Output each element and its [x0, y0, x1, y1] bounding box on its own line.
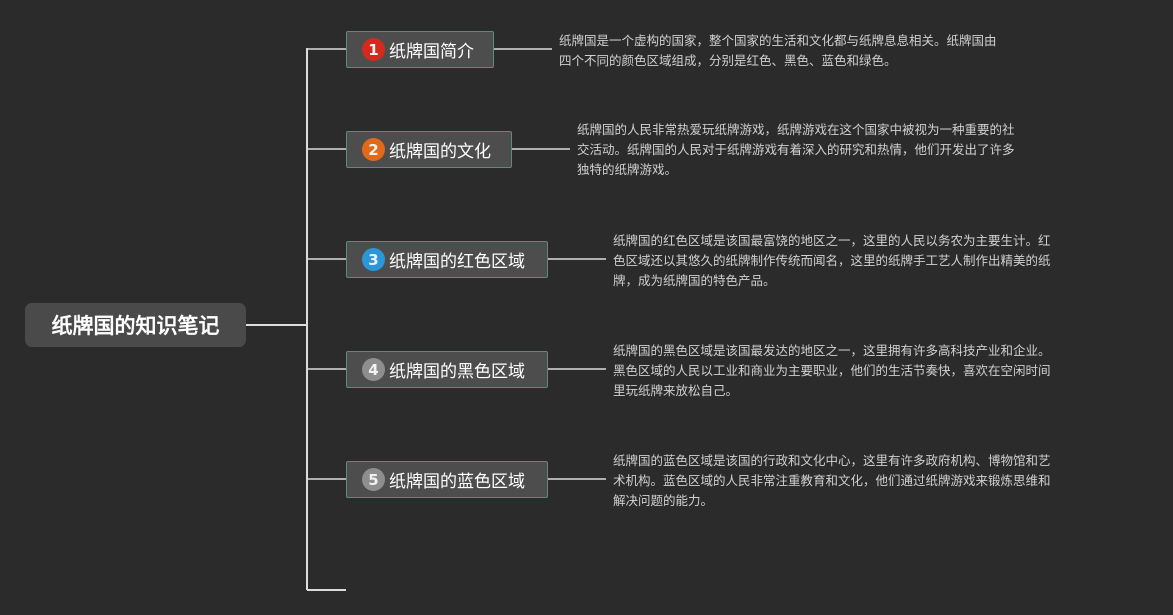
number-badge-icon: 2	[362, 138, 385, 161]
note-line: 四个不同的颜色区域组成，分别是红色、黑色、蓝色和绿色。	[559, 53, 897, 68]
note-line: 纸牌国的黑色区域是该国最发达的地区之一，这里拥有许多高科技产业和企业。	[613, 343, 1051, 358]
note-line: 独特的纸牌游戏。	[577, 162, 678, 177]
note-1[interactable]: 纸牌国是一个虚构的国家，整个国家的生活和文化都与纸牌息息相关。纸牌国由 四个不同…	[559, 31, 1059, 71]
topic-label: 纸牌国的文化	[389, 142, 491, 162]
topic-5[interactable]: 5 纸牌国的蓝色区域	[346, 461, 548, 498]
note-line: 里玩纸牌来放松自己。	[613, 383, 739, 398]
topic-1[interactable]: 1 纸牌国简介	[346, 31, 494, 68]
number-badge-icon: 4	[362, 358, 385, 381]
note-line: 纸牌国的红色区域是该国最富饶的地区之一，这里的人民以务农为主要生计。红	[613, 233, 1051, 248]
topic-label: 纸牌国的黑色区域	[389, 362, 525, 382]
root-title: 纸牌国的知识笔记	[51, 314, 220, 338]
note-line: 色区域还以其悠久的纸牌制作传统而闻名，这里的纸牌手工艺人制作出精美的纸	[613, 253, 1051, 268]
topic-2[interactable]: 2 纸牌国的文化	[346, 131, 512, 168]
note-line: 黑色区域的人民以工业和商业为主要职业，他们的生活节奏快，喜欢在空闲时间	[613, 363, 1051, 378]
root-topic[interactable]: 纸牌国的知识笔记	[25, 303, 246, 347]
number-badge-icon: 3	[362, 248, 385, 271]
topic-label: 纸牌国的蓝色区域	[389, 472, 525, 492]
number-badge-icon: 1	[362, 38, 385, 61]
note-3[interactable]: 纸牌国的红色区域是该国最富饶的地区之一，这里的人民以务农为主要生计。红 色区域还…	[613, 231, 1113, 291]
number-badge-icon: 5	[362, 468, 385, 491]
note-5[interactable]: 纸牌国的蓝色区域是该国的行政和文化中心，这里有许多政府机构、博物馆和艺 术机构。…	[613, 451, 1113, 511]
topic-3[interactable]: 3 纸牌国的红色区域	[346, 241, 548, 278]
note-2[interactable]: 纸牌国的人民非常热爱玩纸牌游戏，纸牌游戏在这个国家中被视为一种重要的社 交活动。…	[577, 120, 1077, 180]
note-line: 牌，成为纸牌国的特色产品。	[613, 273, 776, 288]
note-4[interactable]: 纸牌国的黑色区域是该国最发达的地区之一，这里拥有许多高科技产业和企业。 黑色区域…	[613, 341, 1113, 401]
note-line: 交活动。纸牌国的人民对于纸牌游戏有着深入的研究和热情，他们开发出了许多	[577, 142, 1015, 157]
note-line: 术机构。蓝色区域的人民非常注重教育和文化，他们通过纸牌游戏来锻炼思维和	[613, 473, 1051, 488]
note-line: 纸牌国是一个虚构的国家，整个国家的生活和文化都与纸牌息息相关。纸牌国由	[559, 33, 997, 48]
note-line: 纸牌国的蓝色区域是该国的行政和文化中心，这里有许多政府机构、博物馆和艺	[613, 453, 1051, 468]
topic-4[interactable]: 4 纸牌国的黑色区域	[346, 351, 548, 388]
topic-label: 纸牌国简介	[389, 42, 474, 62]
note-line: 解决问题的能力。	[613, 493, 714, 508]
topic-label: 纸牌国的红色区域	[389, 252, 525, 272]
note-line: 纸牌国的人民非常热爱玩纸牌游戏，纸牌游戏在这个国家中被视为一种重要的社	[577, 122, 1015, 137]
